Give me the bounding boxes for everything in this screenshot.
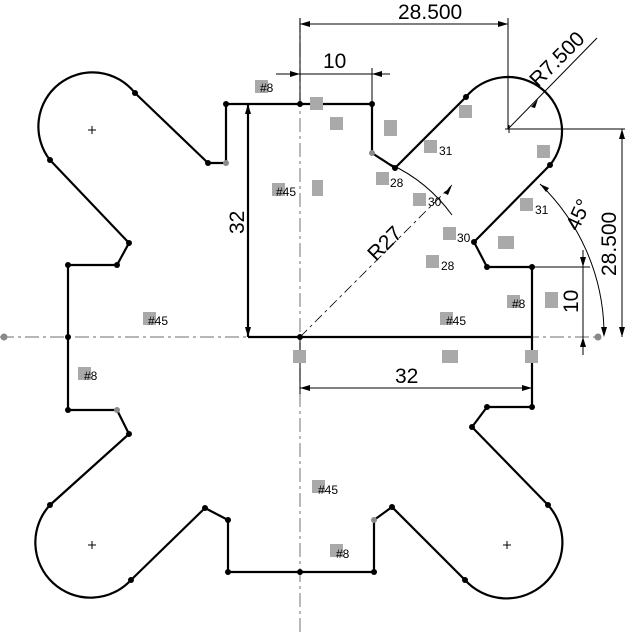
relation-label-sym45-d[interactable]: #45 [318, 483, 338, 497]
dimension-text-radius-small[interactable]: R7.500 [525, 27, 589, 91]
relation-label-sym8-a[interactable]: #8 [260, 81, 274, 95]
dimension-slot-width[interactable]: 10 [276, 50, 390, 104]
dimension-width-bottom[interactable]: 32 [299, 337, 533, 394]
sketch-vertices [47, 90, 553, 583]
relation-label-sym8-b[interactable]: #8 [512, 297, 526, 311]
dimension-width-top[interactable]: 28.500 [299, 1, 509, 129]
vertical-relation-icon-center [312, 180, 323, 196]
relation-label-sym45-a[interactable]: #45 [276, 185, 296, 199]
dimension-text-height-left[interactable]: 32 [226, 211, 249, 234]
dimension-text-slot-width[interactable]: 10 [323, 50, 346, 73]
tangent-relation-icon-right [537, 145, 550, 158]
origin-point-right[interactable] [594, 333, 602, 341]
dimension-step-height[interactable]: 10 [532, 250, 590, 355]
relation-label-sym31-b[interactable]: 31 [535, 203, 549, 217]
relation-label-sym30-b[interactable]: 30 [457, 231, 471, 245]
dimension-text-height-right[interactable]: 28.500 [598, 212, 621, 276]
horizontal-relation-icon [330, 117, 343, 130]
relation-labels[interactable]: #8 #45 28 30 31 30 31 28 #8 #45 #45 #8 #… [78, 80, 549, 561]
horizontal-relation-icon-right [498, 236, 514, 249]
dimension-height-right[interactable]: 28.500 [508, 128, 625, 337]
dimension-text-width-top[interactable]: 28.500 [398, 1, 462, 24]
origin-point-left[interactable] [0, 333, 8, 341]
relation-label-sym28-a[interactable]: 28 [390, 176, 404, 190]
dimension-height-left[interactable]: 32 [226, 104, 251, 337]
relation-label-sym45-b[interactable]: #45 [446, 314, 466, 328]
horizontal-relation-icon-bottom [442, 350, 458, 363]
relation-label-sym28-b[interactable]: 28 [441, 259, 455, 273]
dimension-text-step-height[interactable]: 10 [560, 290, 583, 313]
vertical-relation-icon [384, 120, 397, 136]
dimension-angle[interactable]: 45° [539, 183, 607, 337]
coincident-relation-icon-bottom [293, 350, 306, 363]
relation-label-sym31-a[interactable]: 31 [439, 144, 453, 158]
relation-glyphs[interactable] [293, 97, 558, 363]
diagonal-centerline[interactable] [299, 184, 453, 338]
coincident-relation-icon-right [525, 350, 538, 363]
relation-label-sym8-c[interactable]: #8 [84, 369, 98, 383]
relation-label-sym30-a[interactable]: 30 [428, 195, 442, 209]
tangent-relation-icon [459, 105, 472, 118]
relation-label-sym45-c[interactable]: #45 [148, 314, 168, 328]
vertical-relation-icon-right [545, 292, 558, 308]
dimension-text-width-bottom[interactable]: 32 [395, 365, 418, 388]
dimension-text-angle[interactable]: 45° [562, 196, 596, 235]
relation-label-sym8-d[interactable]: #8 [336, 547, 350, 561]
dimension-text-radius-large[interactable]: R27 [363, 222, 407, 266]
coincident-relation-icon [310, 97, 323, 110]
